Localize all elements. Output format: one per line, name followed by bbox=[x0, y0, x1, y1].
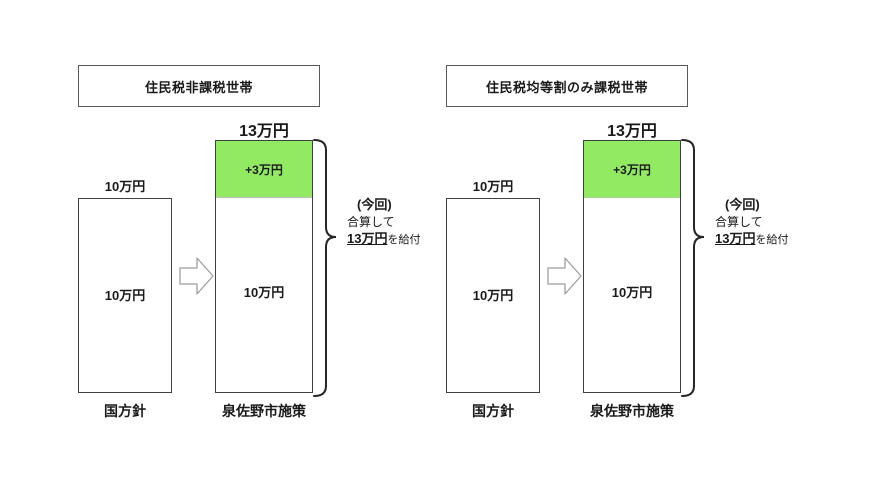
note-amount-value: 13万円 bbox=[715, 230, 756, 246]
note-line-gassan: 合算して bbox=[347, 214, 395, 229]
national-bar-top-label: 10万円 bbox=[472, 179, 514, 194]
city-bar-base-segment: 10万円 bbox=[584, 198, 680, 392]
city-base-value: 10万円 bbox=[611, 285, 653, 300]
right-brace-bracket bbox=[681, 138, 715, 398]
city-base-value: 10万円 bbox=[243, 285, 285, 300]
section-nontaxable-households: 住民税非課税世帯 10万円 10万円 国方針 13万円 +3万円 10万円 泉佐… bbox=[60, 0, 420, 489]
national-bar-axis-label: 国方針 bbox=[472, 403, 514, 419]
national-bar-value: 10万円 bbox=[472, 288, 514, 303]
national-policy-bar: 10万円 bbox=[446, 198, 540, 393]
national-policy-bar: 10万円 bbox=[78, 198, 172, 393]
city-policy-bar: +3万円 10万円 bbox=[583, 140, 681, 393]
note-amount-suffix: を給付 bbox=[755, 233, 789, 246]
note-line-amount: 13万円を給付 bbox=[347, 230, 443, 248]
payment-note: (今回) 合算して 13万円を給付 bbox=[715, 196, 811, 248]
city-policy-bar: +3万円 10万円 bbox=[215, 140, 313, 393]
section-header-box: 住民税均等割のみ課税世帯 bbox=[446, 65, 688, 107]
city-bar-total-label: 13万円 bbox=[239, 123, 289, 140]
right-brace-bracket bbox=[313, 138, 347, 398]
national-bar-value: 10万円 bbox=[104, 288, 146, 303]
note-line-kokai: (今回) bbox=[357, 197, 392, 212]
city-bar-bonus-segment: +3万円 bbox=[584, 141, 680, 198]
section-header-label: 住民税均等割のみ課税世帯 bbox=[485, 79, 648, 95]
section-header-label: 住民税非課税世帯 bbox=[144, 79, 253, 95]
city-bar-base-segment: 10万円 bbox=[216, 198, 312, 392]
right-block-arrow-icon bbox=[179, 255, 215, 297]
section-per-capita-taxed-households: 住民税均等割のみ課税世帯 10万円 10万円 国方針 13万円 +3万円 10万… bbox=[428, 0, 788, 489]
national-bar-top-label: 10万円 bbox=[104, 179, 146, 194]
note-line-kokai: (今回) bbox=[725, 197, 760, 212]
national-bar-axis-label: 国方針 bbox=[104, 403, 146, 419]
city-bar-total-label: 13万円 bbox=[607, 123, 657, 140]
right-block-arrow-icon bbox=[547, 255, 583, 297]
city-bar-axis-label: 泉佐野市施策 bbox=[222, 403, 306, 419]
city-bar-bonus-segment: +3万円 bbox=[216, 141, 312, 198]
note-line-gassan: 合算して bbox=[715, 214, 763, 229]
note-amount-suffix: を給付 bbox=[387, 233, 421, 246]
city-bonus-label: +3万円 bbox=[613, 162, 651, 177]
city-bar-axis-label: 泉佐野市施策 bbox=[590, 403, 674, 419]
note-line-amount: 13万円を給付 bbox=[715, 230, 811, 248]
section-header-box: 住民税非課税世帯 bbox=[78, 65, 320, 107]
payment-note: (今回) 合算して 13万円を給付 bbox=[347, 196, 443, 248]
city-bonus-label: +3万円 bbox=[245, 162, 283, 177]
note-amount-value: 13万円 bbox=[347, 230, 388, 246]
